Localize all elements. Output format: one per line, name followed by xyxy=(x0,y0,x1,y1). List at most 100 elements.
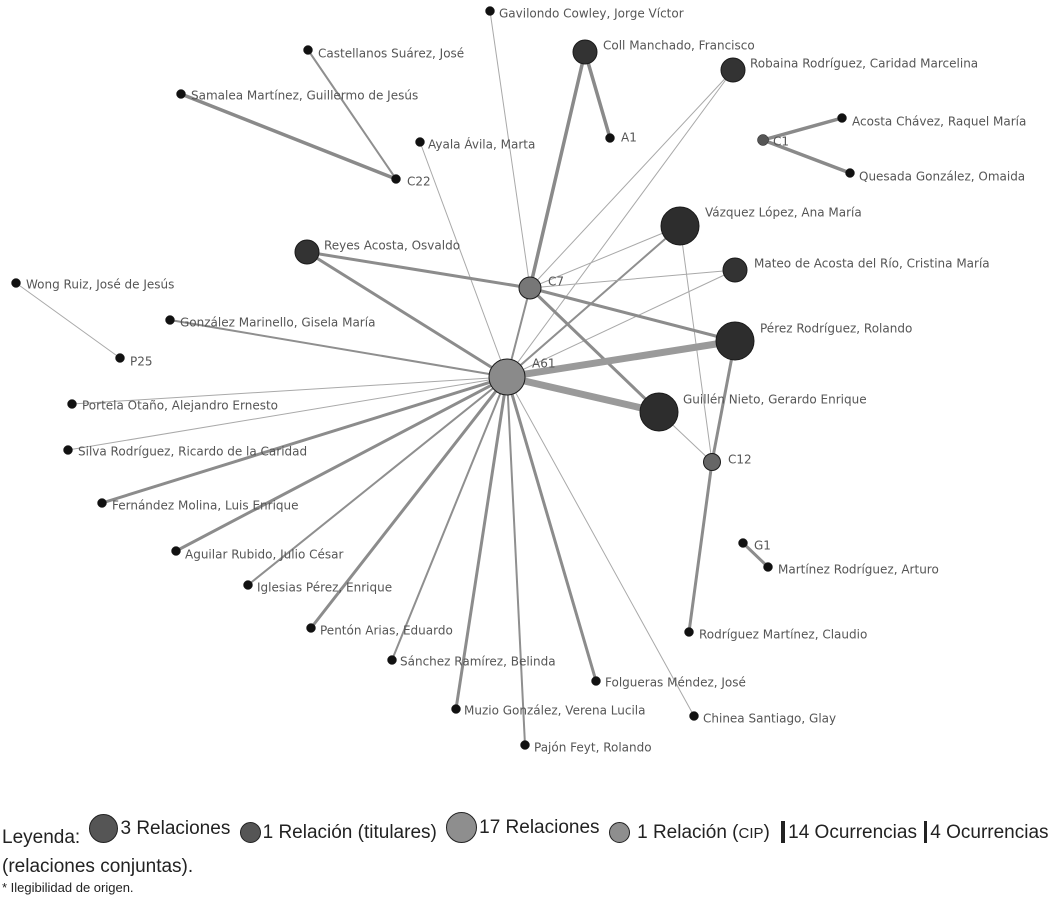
node-label-muzio: Muzio González, Verena Lucila xyxy=(464,704,645,718)
edge-a61-guillen xyxy=(503,373,663,416)
node-aguilar xyxy=(171,546,181,556)
node-castellanos xyxy=(303,45,313,55)
legend-label: 17 Relaciones xyxy=(479,817,600,838)
node-label-c12: C12 xyxy=(728,453,752,467)
node-label-gonzalezm: González Marinello, Gisela María xyxy=(180,316,375,330)
node-label-silva: Silva Rodríguez, Ricardo de la Caridad xyxy=(78,445,307,459)
edge-robaina-a61 xyxy=(506,69,734,378)
node-c12 xyxy=(703,453,721,471)
edge-portela-a61 xyxy=(71,376,508,405)
node-label-coll: Coll Manchado, Francisco xyxy=(603,39,755,53)
edge-fernandez-a61 xyxy=(100,375,509,505)
node-label-portela: Portela Otaño, Alejandro Ernesto xyxy=(82,399,278,413)
node-acosta xyxy=(837,113,847,123)
node-label-samalea: Samalea Martínez, Guillermo de Jesús xyxy=(191,89,418,103)
node-wong xyxy=(11,278,21,288)
node-muzio xyxy=(451,704,461,714)
edge-ayala-a61 xyxy=(419,141,508,378)
legend-large-light-circle-icon xyxy=(446,812,478,843)
node-label-fernandez: Fernández Molina, Luis Enrique xyxy=(112,499,299,513)
edge-c1-acosta xyxy=(761,116,844,142)
legend-thin-line-icon xyxy=(924,821,928,843)
edge-c1-quesada xyxy=(761,138,852,175)
edge-chinea-a61 xyxy=(506,376,695,717)
node-label-g1: G1 xyxy=(754,539,771,553)
node-martinez xyxy=(763,562,773,572)
node-label-wong: Wong Ruiz, José de Jesús xyxy=(26,278,174,292)
node-label-iglesias: Iglesias Pérez, Enrique xyxy=(257,581,392,595)
edge-c7-perez xyxy=(528,286,737,343)
node-gavilondo xyxy=(485,6,495,16)
node-label-reyes: Reyes Acosta, Osvaldo xyxy=(324,239,460,253)
node-mateo xyxy=(722,257,748,283)
node-rodriguezm xyxy=(684,627,694,637)
legend-label: 4 Ocurrencias xyxy=(930,821,1049,843)
edge-samalea-c22 xyxy=(179,92,398,181)
legend-thick-line-icon xyxy=(781,821,786,843)
node-label-gavilondo: Gavilondo Cowley, Jorge Víctor xyxy=(499,7,684,21)
node-label-c7: C7 xyxy=(548,275,564,289)
node-vazquez xyxy=(660,206,700,246)
node-p25 xyxy=(115,353,125,363)
legend-row-2: (relaciones conjuntas). xyxy=(2,856,194,877)
node-label-folgueras: Folgueras Méndez, José xyxy=(605,676,746,690)
node-label-chinea: Chinea Santiago, Glay xyxy=(703,712,836,726)
node-robaina xyxy=(720,57,746,83)
edge-robaina-c7 xyxy=(529,69,734,289)
edge-mateo-c7 xyxy=(529,269,736,289)
legend-label: 1 Relación (CIP) xyxy=(632,818,770,848)
node-label-martinez: Martínez Rodríguez, Arturo xyxy=(778,563,939,577)
edge-g1-martinez xyxy=(741,541,770,569)
legend-label-cip: CIP xyxy=(738,824,764,842)
node-samalea xyxy=(176,89,186,99)
edge-a61-perez xyxy=(503,337,739,381)
edge-aguilar-a61 xyxy=(174,375,509,553)
legend-small-light-circle-icon xyxy=(608,822,630,843)
edge-iglesias-a61 xyxy=(247,376,508,586)
edge-c12-rodriguezm xyxy=(687,460,714,634)
legend-label-part: ) xyxy=(763,821,770,843)
edge-muzio-a61 xyxy=(454,375,509,711)
node-label-p25: P25 xyxy=(130,355,153,369)
node-label-c1: C1 xyxy=(773,135,789,149)
node-label-rodriguezm: Rodríguez Martínez, Claudio xyxy=(699,628,867,642)
node-silva xyxy=(63,445,73,455)
legend-item-3-relaciones: 3 Relaciones xyxy=(85,814,230,843)
edge-perez-c12 xyxy=(710,339,737,464)
legend-item-1-relacion-titulares: 1 Relación (titulares) xyxy=(236,818,437,847)
legend-row-1: Leyenda: 3 Relaciones 1 Relación (titula… xyxy=(2,812,1049,852)
node-label-a61: A61 xyxy=(532,357,555,371)
edge-pajon-a61 xyxy=(506,376,526,746)
footnote: * Ilegibilidad de origen. xyxy=(2,880,134,895)
node-label-vazquez: Vázquez López, Ana María xyxy=(705,206,862,220)
node-fernandez xyxy=(97,498,107,508)
edge-wong-p25 xyxy=(15,282,121,359)
node-label-c22: C22 xyxy=(407,175,431,189)
node-g1 xyxy=(738,538,748,548)
node-label-perez: Pérez Rodríguez, Rolando xyxy=(760,322,912,336)
node-label-ayala: Ayala Ávila, Marta xyxy=(428,137,535,152)
node-a61 xyxy=(488,358,526,396)
node-pajon xyxy=(520,740,530,750)
node-label-castellanos: Castellanos Suárez, José xyxy=(318,47,464,61)
node-reyes xyxy=(294,239,320,265)
edge-gonzalezm-a61 xyxy=(169,319,508,378)
legend-label: 14 Ocurrencias xyxy=(788,821,917,843)
node-penton xyxy=(306,623,316,633)
node-label-aguilar: Aguilar Rubido, Julio César xyxy=(185,548,343,562)
legend: Leyenda: 3 Relaciones 1 Relación (titula… xyxy=(2,812,1049,881)
edge-gavilondo-c7 xyxy=(489,10,531,289)
nodes-layer xyxy=(11,6,855,750)
edge-penton-a61 xyxy=(309,375,509,630)
edge-reyes-a61 xyxy=(305,250,509,379)
node-perez xyxy=(715,321,755,361)
legend-label: 3 Relaciones xyxy=(120,818,231,839)
node-iglesias xyxy=(243,580,253,590)
edge-vazquez-c7 xyxy=(529,225,681,289)
node-chinea xyxy=(689,711,699,721)
edge-reyes-c7 xyxy=(305,250,532,290)
edge-vazquez-a61 xyxy=(506,225,681,378)
node-c22 xyxy=(391,174,401,184)
